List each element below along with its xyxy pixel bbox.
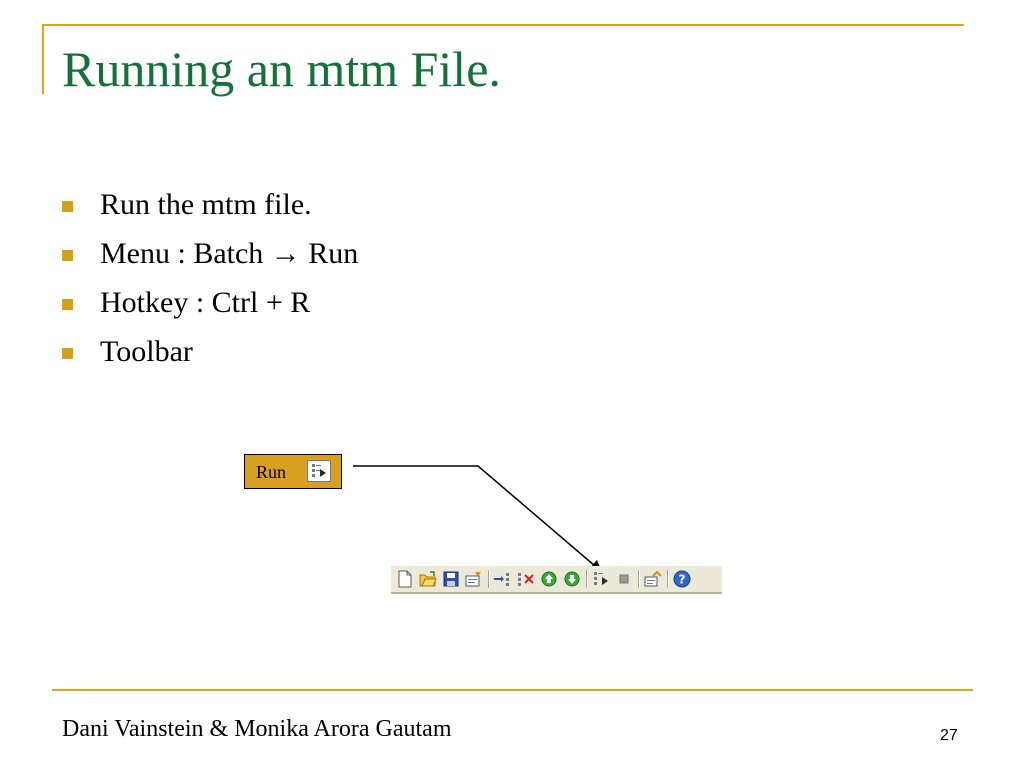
properties-icon[interactable] xyxy=(464,569,484,589)
toolbar-separator xyxy=(488,570,489,588)
bullet-square-icon xyxy=(62,299,73,310)
top-accent-line xyxy=(42,24,964,26)
bullet-text: Run the mtm file. xyxy=(100,188,312,221)
run-callout: Run xyxy=(244,454,342,489)
svg-text:?: ? xyxy=(679,573,686,587)
stop-icon[interactable] xyxy=(614,569,634,589)
bullet-square-icon xyxy=(62,201,73,212)
remove-item-icon[interactable] xyxy=(516,569,536,589)
bullet-square-icon xyxy=(62,348,73,359)
bullet-text: Hotkey : Ctrl + R xyxy=(100,286,311,319)
move-up-icon[interactable] xyxy=(539,569,559,589)
export-icon[interactable] xyxy=(643,569,663,589)
new-file-icon[interactable] xyxy=(395,569,415,589)
footer-divider xyxy=(52,689,973,691)
help-icon[interactable]: ? xyxy=(672,569,692,589)
toolbar-separator xyxy=(667,570,668,588)
bullet-text: Toolbar xyxy=(100,335,193,368)
toolbar-separator xyxy=(586,570,587,588)
open-folder-icon[interactable] xyxy=(418,569,438,589)
bullet-text: Menu : Batch → Run xyxy=(100,237,359,270)
left-accent-line xyxy=(42,24,44,94)
page-number: 27 xyxy=(940,727,958,744)
toolbar-separator xyxy=(638,570,639,588)
run-icon[interactable] xyxy=(591,569,611,589)
toolbar: ? xyxy=(391,566,722,594)
add-item-icon[interactable] xyxy=(493,569,513,589)
footer-authors: Dani Vainstein & Monika Arora Gautam xyxy=(62,716,452,742)
bullet-square-icon xyxy=(62,250,73,261)
save-icon[interactable] xyxy=(441,569,461,589)
callout-label: Run xyxy=(256,462,287,482)
run-icon xyxy=(307,460,331,482)
move-down-icon[interactable] xyxy=(562,569,582,589)
slide-title: Running an mtm File. xyxy=(62,41,501,97)
